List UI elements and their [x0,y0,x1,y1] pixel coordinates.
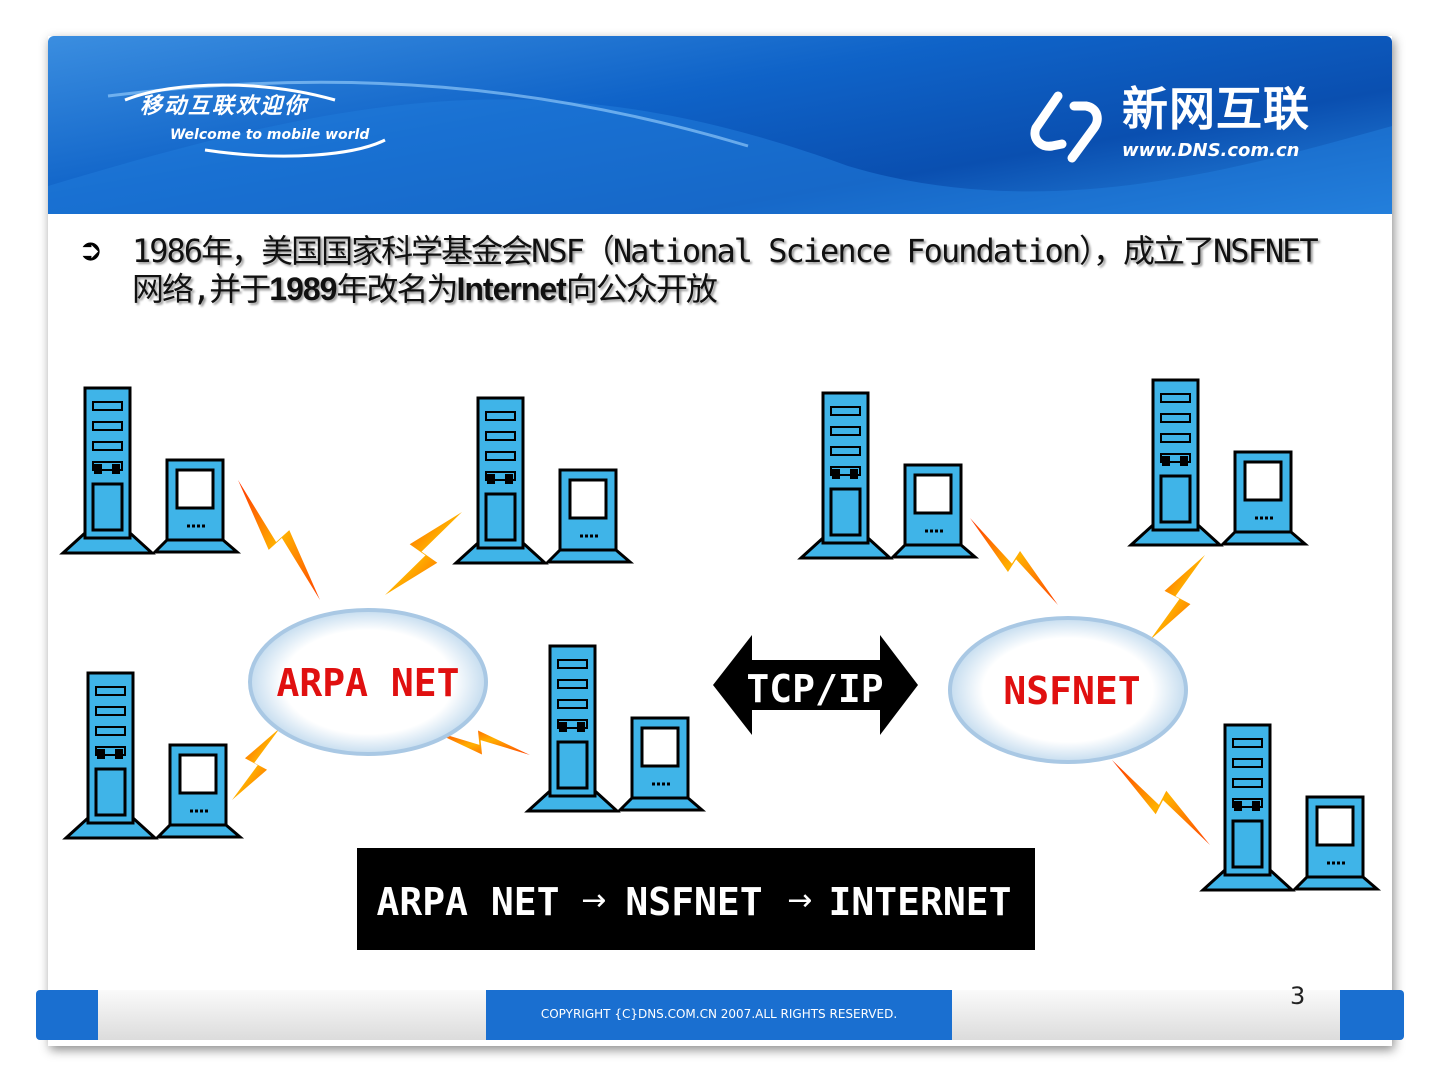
page-number: 3 [1290,982,1306,1010]
server-workstation-icon [62,671,245,840]
cloud-arpanet: ARPA NET [248,608,488,756]
lightning-bolt-icon [1112,760,1210,845]
lightning-bolt-icon [1150,555,1205,640]
evolution-step: INTERNET [828,880,1011,924]
bullet-text: 1986年，美国国家科学基金会NSF（National Science Foun… [132,232,1332,308]
server-workstation-icon [1199,723,1382,892]
cloud-nsfnet: NSFNET [948,616,1188,764]
lightning-bolt-icon [970,518,1058,605]
cloud-label-arpanet: ARPA NET [276,661,459,705]
welcome-cn: 移动互联欢迎你 [140,94,309,119]
lightning-bolt-icon [238,480,320,600]
footer-copyright: COPYRIGHT {C}DNS.COM.CN 2007.ALL RIGHTS … [486,990,952,1040]
evolution-arrow-icon: → [787,883,812,918]
server-workstation-icon [59,386,242,555]
welcome-en: Welcome to mobile world [170,127,370,143]
welcome-swoosh-icon [124,83,386,158]
tcpip-label: TCP/IP [746,667,883,711]
brand-logo-icon [1030,91,1102,163]
evolution-arrow-icon: → [581,883,606,918]
footer-accent-left [36,990,98,1040]
evolution-step: ARPA NET [376,880,559,924]
text-bold: Internet [456,271,566,307]
text-part: 向公众开放 [565,270,718,308]
slide-header [48,36,1392,214]
brand-url: www.DNS.com.cn [1122,140,1300,161]
text-bold: 1989 [269,271,337,307]
bullet-arrow-icon: ➲ [78,233,104,268]
footer-accent-right [1340,990,1404,1040]
text-part: 1986年，美国国家科学基金会NSF（National Science Foun… [132,232,1319,308]
brand-name: 新网互联 [1122,82,1310,136]
server-workstation-icon [797,391,980,560]
evolution-box: ARPA NET → NSFNET → INTERNET [357,848,1035,950]
server-workstation-icon [1127,378,1310,547]
lightning-bolt-icon [385,512,462,595]
server-workstation-icon [524,644,707,813]
text-part: 年改名为 [336,270,458,308]
lightning-bolt-icon [430,730,530,755]
evolution-step: NSFNET [625,880,762,924]
cloud-label-nsfnet: NSFNET [1003,669,1140,713]
lightning-bolt-icon [232,728,280,800]
server-workstation-icon [452,396,635,565]
tcpip-double-arrow: TCP/IP [713,635,918,735]
